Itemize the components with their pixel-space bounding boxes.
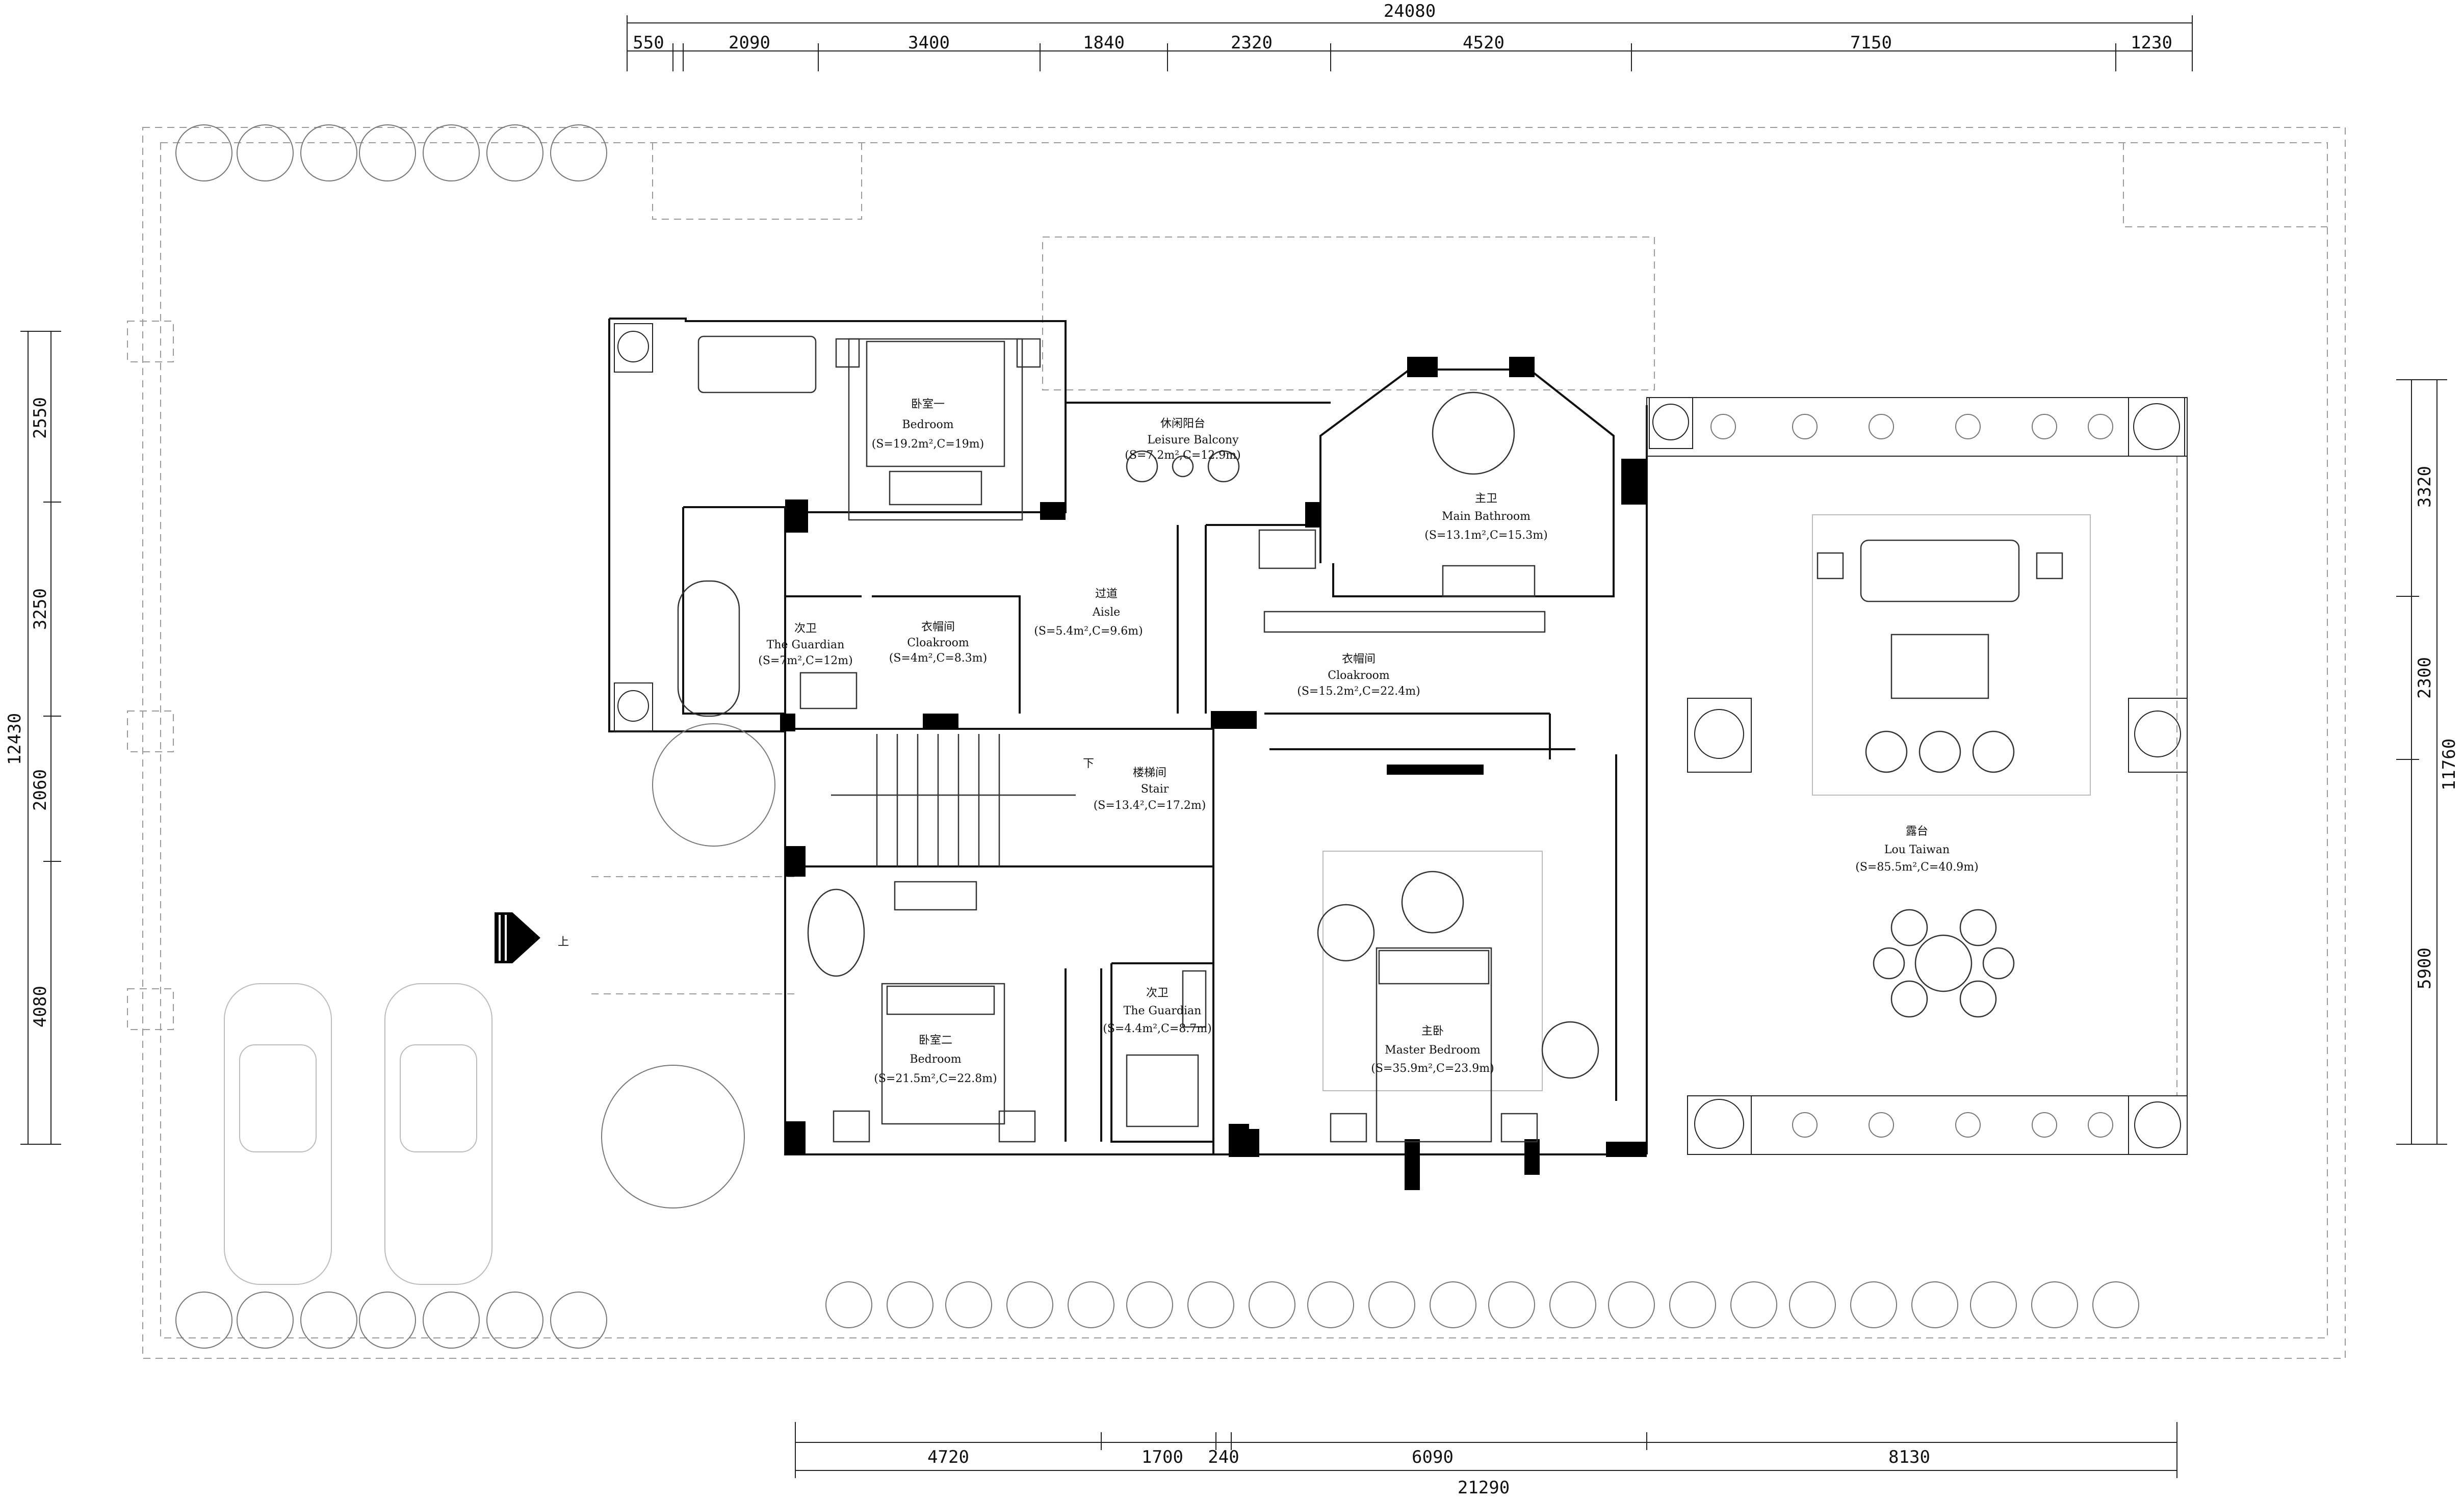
wall-columns — [780, 357, 1647, 1190]
left-dim-1: 2550 — [30, 397, 50, 439]
guardian1-en: The Guardian — [767, 639, 845, 651]
room-cloak2: 衣帽间 Cloakroom (S=15.2m²,C=22.4m) — [1297, 653, 1420, 698]
right-dim-3: 5900 — [2415, 948, 2435, 989]
bedroom2-en: Bedroom — [910, 1053, 961, 1066]
right-dimension-lines — [2396, 379, 2447, 1145]
terrace-area — [1646, 397, 2188, 1155]
right-total-dim: 11760 — [2439, 739, 2459, 791]
top-dim-8: 1230 — [2131, 33, 2172, 53]
left-dimension-lines — [20, 331, 61, 1145]
entry-arrow-icon — [495, 912, 540, 963]
bottom-dim-2: 1700 — [1142, 1447, 1183, 1467]
site-boundary — [127, 127, 2346, 1359]
stair-down-mark: 下 — [1083, 757, 1094, 770]
room-bedroom2: 卧室二 Bedroom (S=21.5m²,C=22.8m) — [874, 1034, 997, 1085]
landscape — [175, 124, 2139, 1349]
master-zh: 主卧 — [1421, 1025, 1444, 1038]
main-bath-zh: 主卫 — [1475, 492, 1497, 505]
bottom-total-dim: 21290 — [1458, 1478, 1510, 1498]
guardian2-zh: 次卫 — [1146, 987, 1169, 999]
bedroom1-en: Bedroom — [902, 418, 953, 431]
top-dim-6: 4520 — [1463, 33, 1505, 53]
room-cloak1: 衣帽间 Cloakroom (S=4m²,C=8.3m) — [889, 621, 987, 665]
terrace-en: Lou Taiwan — [1884, 844, 1950, 856]
guardian1-area: (S=7m²,C=12m) — [758, 654, 852, 667]
cloak1-zh: 衣帽间 — [921, 621, 955, 634]
left-dim-3: 2060 — [30, 769, 50, 811]
left-dim-4: 4080 — [30, 986, 50, 1028]
room-terrace: 露台 Lou Taiwan (S=85.5m²,C=40.9m) — [1855, 825, 1978, 874]
main-bath-area: (S=13.1m²,C=15.3m) — [1424, 529, 1547, 542]
bottom-dim-5: 8130 — [1888, 1447, 1930, 1467]
room-main-bath: 主卫 Main Bathroom (S=13.1m²,C=15.3m) — [1424, 492, 1547, 542]
stair-en: Stair — [1141, 783, 1169, 796]
bottom-dimension-lines — [795, 1422, 2177, 1478]
cloak1-en: Cloakroom — [907, 637, 969, 649]
cloak1-area: (S=4m²,C=8.3m) — [889, 652, 987, 665]
right-dim-2: 2300 — [2415, 657, 2435, 699]
bottom-dim-1: 4720 — [927, 1447, 969, 1467]
top-dim-7: 7150 — [1850, 33, 1892, 53]
bedroom1-area: (S=19.2m²,C=19m) — [872, 438, 984, 451]
master-area: (S=35.9m²,C=23.9m) — [1371, 1062, 1494, 1075]
bedroom2-area: (S=21.5m²,C=22.8m) — [874, 1072, 997, 1085]
building-walls — [608, 318, 1648, 1155]
room-aisle: 过道 Aisle (S=5.4m²,C=9.6m) — [1034, 588, 1143, 638]
master-en: Master Bedroom — [1385, 1044, 1481, 1057]
top-dim-1: 550 — [633, 33, 664, 53]
cloak2-zh: 衣帽间 — [1342, 653, 1376, 666]
room-guardian1: 次卫 The Guardian (S=7m²,C=12m) — [758, 622, 852, 667]
top-dim-5: 2320 — [1231, 33, 1273, 53]
balcony-zh: 休闲阳台 — [1160, 417, 1205, 430]
terrace-area: (S=85.5m²,C=40.9m) — [1855, 861, 1978, 874]
stair-zh: 楼梯间 — [1133, 767, 1166, 779]
aisle-area: (S=5.4m²,C=9.6m) — [1034, 625, 1143, 638]
top-dim-2: 2090 — [729, 33, 770, 53]
bottom-dim-4: 6090 — [1412, 1447, 1454, 1467]
top-dimension-lines — [627, 15, 2193, 71]
bedroom2-zh: 卧室二 — [919, 1034, 952, 1047]
guardian2-area: (S=4.4m²,C=8.7m) — [1103, 1022, 1211, 1035]
aisle-zh: 过道 — [1095, 588, 1118, 600]
entry-up-mark: 上 — [558, 936, 569, 949]
main-bath-en: Main Bathroom — [1442, 510, 1531, 523]
top-dim-3: 3400 — [908, 33, 950, 53]
balcony-area: (S=7.2m²,C=12.9m) — [1125, 449, 1240, 462]
left-total-dim: 12430 — [5, 713, 25, 765]
left-dim-2: 3250 — [30, 588, 50, 630]
bedroom1-zh: 卧室一 — [911, 398, 945, 411]
right-dim-1: 3320 — [2415, 466, 2435, 508]
cloak2-en: Cloakroom — [1328, 669, 1390, 682]
top-total-dim: 24080 — [1384, 1, 1436, 21]
top-dim-4: 1840 — [1083, 33, 1125, 53]
room-bedroom1: 卧室一 Bedroom (S=19.2m²,C=19m) — [872, 398, 984, 451]
terrace-zh: 露台 — [1906, 825, 1928, 838]
guardian1-zh: 次卫 — [794, 622, 817, 635]
room-balcony: 休闲阳台 Leisure Balcony (S=7.2m²,C=12.9m) — [1125, 417, 1240, 462]
guardian2-en: The Guardian — [1124, 1005, 1202, 1017]
bottom-dim-3: 240 — [1208, 1447, 1239, 1467]
cloak2-area: (S=15.2m²,C=22.4m) — [1297, 685, 1420, 698]
room-guardian2: 次卫 The Guardian (S=4.4m²,C=8.7m) — [1103, 987, 1211, 1035]
balcony-en: Leisure Balcony — [1147, 434, 1239, 446]
room-master: 主卧 Master Bedroom (S=35.9m²,C=23.9m) — [1371, 1025, 1494, 1075]
stair-area: (S=13.4²,C=17.2m) — [1094, 799, 1206, 812]
furniture — [614, 323, 1599, 1143]
room-stair: 楼梯间 Stair (S=13.4²,C=17.2m) — [1094, 767, 1206, 812]
aisle-en: Aisle — [1092, 606, 1120, 619]
